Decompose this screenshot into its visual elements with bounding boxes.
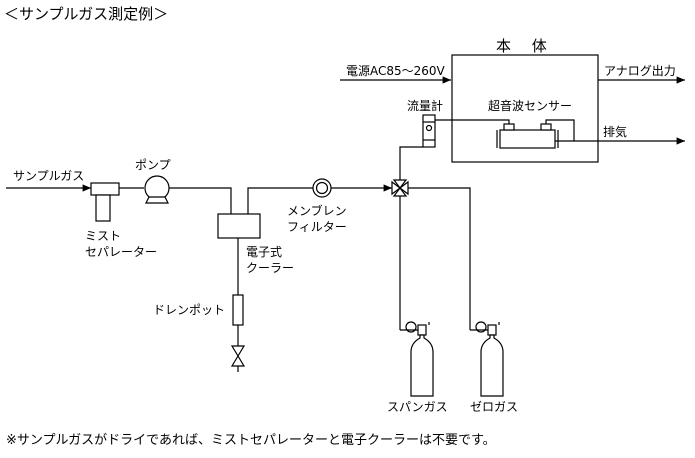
zero-gas-label: ゼロガス <box>470 400 519 414</box>
drain-pot-label: ドレンポット <box>153 303 226 317</box>
three-way-valve <box>391 179 409 197</box>
mist-separator <box>90 182 120 222</box>
pipe-cooler-filter <box>247 187 313 214</box>
membrane-filter <box>312 178 332 198</box>
main-unit-label: 本 体 <box>496 37 555 55</box>
pump <box>144 175 170 204</box>
pipe-zero-gas <box>408 187 471 322</box>
flowmeter <box>422 114 436 148</box>
sample-gas-label: サンプルガス <box>13 169 85 183</box>
electronic-cooler <box>217 213 261 239</box>
pipe-pump-cooler <box>169 187 232 214</box>
drain-pot <box>232 294 244 326</box>
electronic-cooler-label-1: 電子式 <box>246 245 283 259</box>
ultrasonic-sensor <box>496 123 559 149</box>
membrane-filter-label-2: フィルター <box>287 220 347 234</box>
flowmeter-label: 流量計 <box>407 99 444 113</box>
sensor-inlet-pipe <box>430 119 510 124</box>
electronic-cooler-label-2: クーラー <box>246 261 295 275</box>
pump-label: ポンプ <box>135 158 171 172</box>
span-gas-label: スパンガス <box>387 400 448 414</box>
zero-gas-cylinder <box>469 321 504 397</box>
mist-separator-label-1: ミスト <box>85 229 122 243</box>
exhaust-label: 排気 <box>603 125 628 139</box>
sensor-outlet-pipe <box>545 119 575 141</box>
power-label: 電源AC85～260V <box>346 64 445 78</box>
mist-separator-label-2: セパレーター <box>85 245 158 259</box>
drain-valve <box>230 345 246 367</box>
span-gas-cylinder <box>399 321 434 397</box>
diagram-title: ＜サンプルガス測定例＞ <box>4 5 169 23</box>
ultrasonic-sensor-label: 超音波センサー <box>488 99 573 113</box>
main-unit-box <box>451 54 599 163</box>
flowmeter-inlet-pipe <box>399 146 423 186</box>
analog-output-label: アナログ出力 <box>604 64 676 78</box>
footnote: ※サンプルガスがドライであれば、ミストセパレーターと電子クーラーは不要です。 <box>6 433 496 448</box>
membrane-filter-label-1: メンブレン <box>287 204 347 218</box>
